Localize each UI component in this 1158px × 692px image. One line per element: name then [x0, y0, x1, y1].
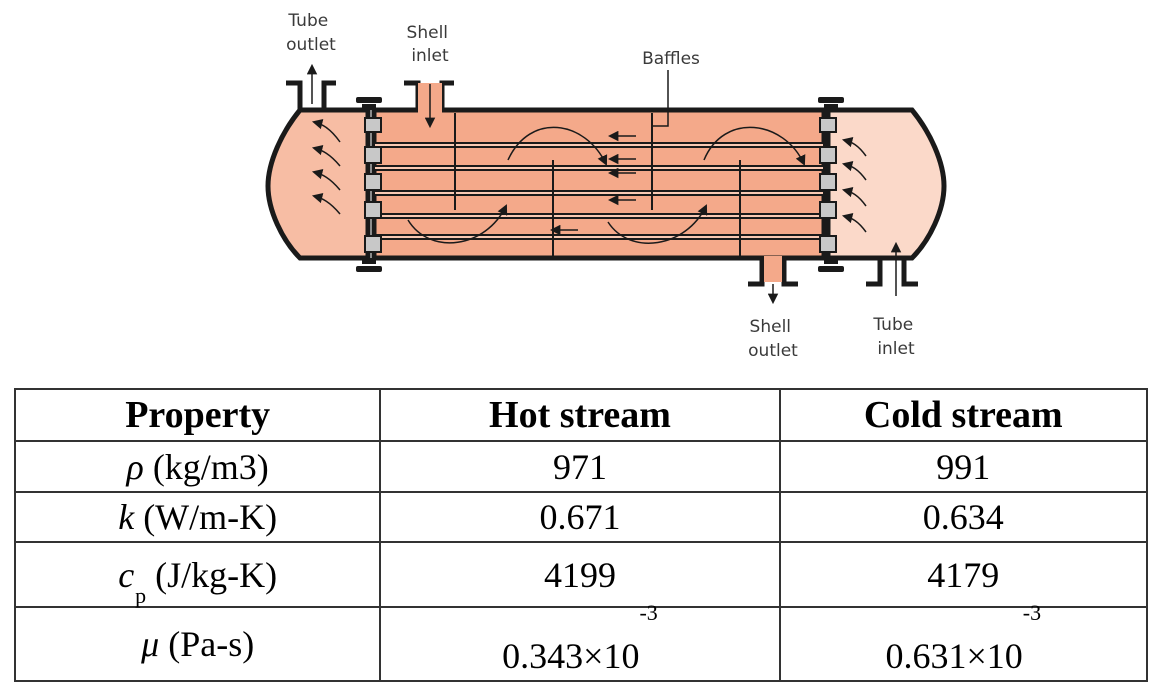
shell-inlet-label-line1: Shell	[407, 23, 448, 43]
property-specific-heat: c p (J/kg-K)	[13, 541, 382, 608]
table-header-row: Property Hot stream Cold stream	[13, 388, 1149, 442]
svg-text:Tube inlet: Tube inlet	[872, 315, 918, 359]
flange-bolts	[356, 97, 844, 272]
left-tube-sheet	[364, 117, 382, 253]
table-row: c p (J/kg-K) 4199 4179	[13, 541, 1149, 608]
property-density: ρ (kg/m3)	[13, 440, 382, 493]
hot-viscosity: 0.343×10-3	[379, 600, 781, 682]
svg-text:Shell inlet: Shell inlet	[407, 23, 454, 66]
tube-outlet-label-line2: outlet	[286, 35, 336, 55]
property-conductivity: k (W/m-K)	[13, 491, 382, 543]
baffles-label: Baffles	[642, 49, 700, 69]
shell-outlet-label-line1: Shell	[750, 317, 791, 337]
table-row: k (W/m-K) 0.671 0.634	[13, 491, 1149, 543]
baffles-leader	[652, 70, 669, 127]
shell-inlet-label-line2: inlet	[411, 46, 449, 66]
cold-specific-heat: 4179	[778, 541, 1149, 608]
baffles	[454, 113, 741, 258]
hot-conductivity: 0.671	[379, 491, 781, 543]
tube-inlet-label-line1: Tube	[872, 315, 913, 335]
header-property: Property	[13, 388, 382, 442]
hot-specific-heat: 4199	[379, 541, 781, 608]
heat-exchanger-diagram: Tube outlet Shell inlet Baffles Shell ou…	[265, 11, 947, 361]
svg-text:Tube outlet: Tube outlet	[286, 11, 336, 55]
tube-inlet-label-line2: inlet	[877, 339, 915, 359]
cold-density: 991	[778, 440, 1149, 493]
shell-outlet-label-line2: outlet	[748, 341, 798, 361]
hot-density: 971	[379, 440, 781, 493]
header-hot-stream: Hot stream	[379, 388, 781, 442]
svg-text:Shell outlet: Shell outlet	[748, 317, 798, 361]
header-cold-stream: Cold stream	[778, 388, 1149, 442]
left-head	[265, 107, 371, 261]
property-table: Property Hot stream Cold stream ρ (kg/m3…	[13, 388, 1149, 682]
cold-conductivity: 0.634	[778, 491, 1149, 543]
right-head	[825, 107, 947, 261]
table-row: μ (Pa-s) 0.343×10-3 0.631×10-3	[13, 600, 1149, 682]
cold-viscosity: 0.631×10-3	[778, 600, 1149, 682]
table-row: ρ (kg/m3) 971 991	[13, 440, 1149, 493]
tube-outlet-label-line1: Tube	[287, 11, 328, 31]
property-viscosity: μ (Pa-s)	[13, 606, 382, 682]
right-tube-sheet	[819, 117, 837, 253]
shell-body	[371, 107, 827, 261]
flow-arrows	[306, 63, 902, 305]
